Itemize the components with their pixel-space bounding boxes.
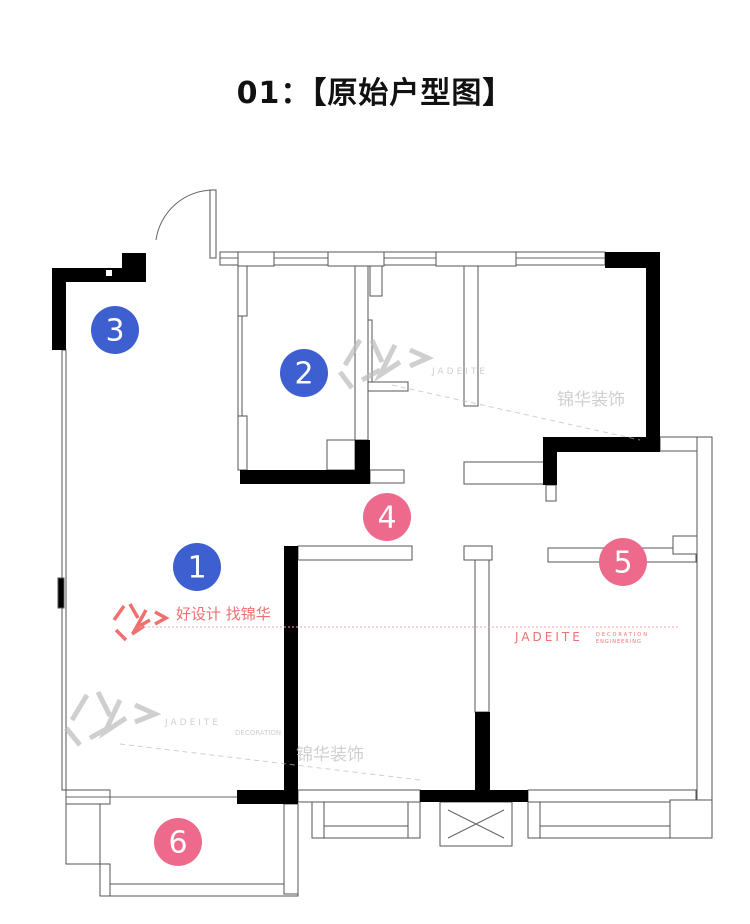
room-marker-4: 4 [363,493,411,541]
page-title: 01：【原始户型图】 [236,76,514,111]
svg-text:ENGINEERING: ENGINEERING [596,639,642,645]
svg-text:JADEITE: JADEITE [431,367,488,377]
room-marker-2: 2 [280,349,328,397]
watermark-logo-top: JADEITE 锦华装饰 [338,338,641,441]
door-swing [155,189,217,259]
structural-walls [52,252,660,804]
room-marker-6: 6 [154,818,202,866]
svg-text:JADEITE: JADEITE [514,630,583,644]
thin-walls [57,251,713,897]
svg-text:好设计 找锦华: 好设计 找锦华 [176,605,271,623]
svg-text:DECORATION: DECORATION [235,729,281,737]
svg-text:4: 4 [377,501,396,536]
svg-text:锦华装饰: 锦华装饰 [296,745,364,765]
svg-text:锦华装饰: 锦华装饰 [557,390,625,410]
svg-text:6: 6 [168,826,187,861]
watermark-logo-bottom: JADEITE DECORATION 锦华装饰 [64,690,421,781]
svg-text:3: 3 [105,314,124,349]
room-marker-1: 1 [173,543,221,591]
watermark-slogan: 好设计 找锦华 JADEITE DECORATION ENGINEERING [112,603,680,645]
svg-text:1: 1 [187,551,206,586]
svg-text:5: 5 [613,546,632,581]
svg-text:DECORATION: DECORATION [596,632,649,638]
svg-text:JADEITE: JADEITE [164,718,221,728]
svg-text:2: 2 [294,357,313,392]
room-marker-5: 5 [599,538,647,586]
room-marker-3: 3 [91,306,139,354]
